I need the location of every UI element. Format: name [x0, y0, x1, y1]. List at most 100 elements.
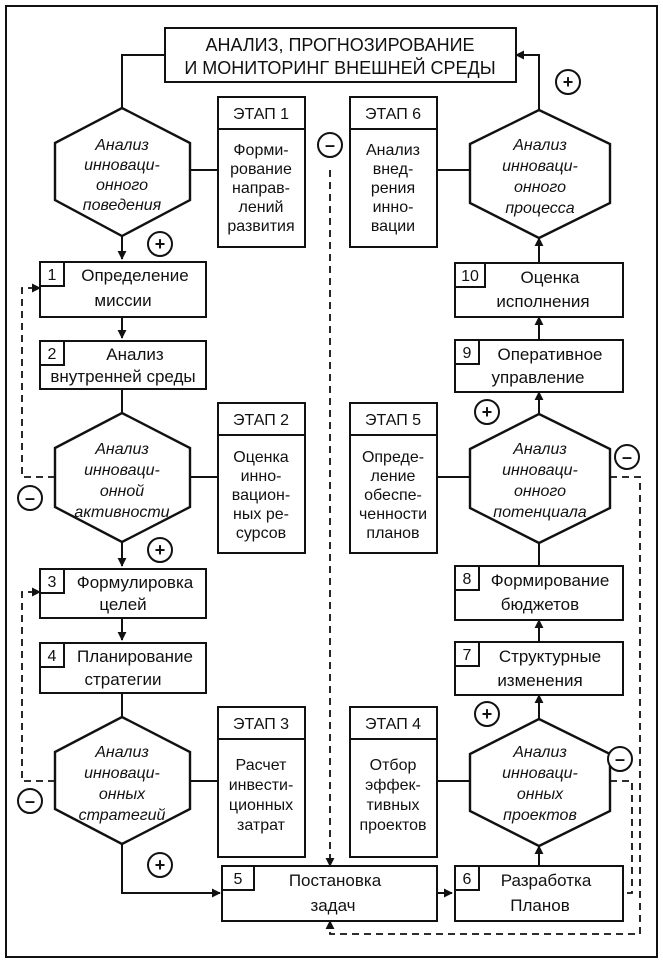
step-box-7: 7 Структурные изменения — [454, 641, 624, 696]
step-text-line: целей — [99, 595, 146, 614]
step-text-line: миссии — [94, 291, 151, 310]
minus-sign: – — [17, 788, 43, 814]
flow-connectors — [117, 50, 544, 898]
stage-text-line: инвести- — [229, 777, 294, 794]
analysis-text-line: Анализ — [512, 137, 567, 154]
analysis-text-line: онного — [514, 483, 566, 500]
stage-box-5: ЭТАП 5 Опреде- ление обеспе- ченности пл… — [349, 402, 438, 554]
stage-box-4: ЭТАП 4 Отбор эффек- тивных проектов — [349, 706, 438, 858]
minus-sign: – — [17, 485, 43, 511]
step-number: 9 — [463, 345, 472, 362]
analysis-text-line: Анализ — [94, 441, 149, 458]
stage-text-line: рения — [371, 180, 415, 197]
analysis-hexagons: Анализ инноваци- онного поведения Анализ… — [53, 106, 612, 848]
step-box-3: 3 Формулировка целей — [39, 568, 207, 619]
stage-box-1: ЭТАП 1 Форми- рование направ- лений разв… — [217, 96, 306, 248]
outer-frame — [5, 5, 658, 958]
title-line-1: АНАЛИЗ, ПРОГНОЗИРОВАНИЕ — [205, 35, 474, 55]
step-text-line: задач — [310, 896, 355, 915]
stage-label: ЭТАП 2 — [233, 412, 289, 429]
minus-sign: – — [607, 746, 633, 772]
analysis-text-line: инноваци- — [84, 157, 160, 174]
stage-boxes: ЭТАП 1 Форми- рование направ- лений разв… — [217, 96, 438, 858]
stage-text-line: вацион- — [232, 487, 290, 504]
plus-sign: + — [474, 701, 500, 727]
plus-glyph: + — [482, 402, 493, 422]
stage-text-line: вации — [371, 218, 415, 235]
stage-text-line: Отбор — [370, 757, 417, 774]
analysis-text-line: Анализ — [512, 441, 567, 458]
stage-text-line: рование — [230, 161, 292, 178]
stage-text-line: сурсов — [236, 525, 286, 542]
stage-box-2: ЭТАП 2 Оценка инно- вацион- ных ре- сурс… — [217, 402, 306, 554]
analysis-hexagon-3: Анализ инноваци- онных стратегий — [53, 715, 192, 846]
plus-glyph: + — [155, 855, 166, 875]
stage-text-line: планов — [366, 525, 419, 542]
stage-text-line: инно- — [241, 468, 282, 485]
analysis-text-line: инноваци- — [84, 765, 160, 782]
step-box-8: 8 Формирование бюджетов — [454, 565, 624, 621]
analysis-text-line: онных — [99, 786, 146, 803]
title-box — [164, 27, 517, 83]
step-text-line: Формулировка — [77, 573, 194, 592]
analysis-text-line: поведения — [83, 197, 162, 214]
stage-label: ЭТАП 4 — [365, 716, 421, 733]
analysis-text-line: Анализ — [94, 137, 149, 154]
step-text-line: Формирование — [491, 571, 610, 590]
stage-text-line: Анализ — [366, 142, 420, 159]
stage-box-3: ЭТАП 3 Расчет инвести- ционных затрат — [217, 706, 306, 858]
analysis-text-line: инноваци- — [84, 462, 160, 479]
analysis-text-line: Анализ — [94, 744, 149, 761]
stage-label: ЭТАП 1 — [233, 106, 289, 123]
plus-sign: + — [474, 399, 500, 425]
stage-text-line: инно- — [373, 199, 414, 216]
step-number: 8 — [463, 571, 472, 588]
stage-text-line: ление — [371, 468, 416, 485]
step-number: 7 — [463, 647, 472, 664]
step-number: 2 — [48, 346, 57, 363]
analysis-text-line: онных — [517, 786, 564, 803]
analysis-text-line: процесса — [505, 200, 574, 217]
step-number: 1 — [48, 267, 57, 284]
step-number: 3 — [48, 574, 57, 591]
feedback-loops — [21, 170, 641, 935]
stage-text-line: Опреде- — [362, 449, 424, 466]
analysis-text-line: инноваци- — [502, 158, 578, 175]
analysis-hexagon-2: Анализ инноваци- онной активности — [53, 411, 192, 544]
step-box-4: 4 Планирование стратегии — [39, 642, 207, 694]
analysis-text-line: онного — [96, 177, 148, 194]
minus-glyph: – — [615, 749, 625, 769]
step-text-line: Разработка — [501, 871, 592, 890]
step-text-line: бюджетов — [501, 595, 579, 614]
step-number: 10 — [461, 268, 479, 285]
title-line-2: И МОНИТОРИНГ ВНЕШНЕЙ СРЕДЫ — [184, 57, 495, 78]
step-text-line: Анализ — [106, 345, 164, 364]
step-text-line: Оперативное — [497, 345, 602, 364]
plus-sign: + — [147, 537, 173, 563]
stage-text-line: ченности — [359, 506, 427, 523]
step-box-10: 10 Оценка исполнения — [454, 262, 624, 318]
stage-text-line: внед- — [373, 161, 414, 178]
minus-glyph: – — [25, 488, 35, 508]
step-boxes: 1 Определение миссии 2 Анализ внутренней… — [39, 261, 624, 922]
step-text-line: Оценка — [521, 268, 580, 287]
step-number: 5 — [234, 871, 243, 888]
analysis-text-line: проектов — [503, 807, 577, 824]
analysis-text-line: потенциала — [493, 504, 587, 521]
step-text-line: Постановка — [289, 871, 382, 890]
stage-text-line: эффек- — [365, 777, 421, 794]
step-text-line: Планирование — [77, 647, 193, 666]
analysis-text-line: Анализ — [512, 744, 567, 761]
stage-text-line: ционных — [229, 797, 293, 814]
stage-label: ЭТАП 3 — [233, 716, 289, 733]
minus-sign: – — [317, 132, 343, 158]
step-box-1: 1 Определение миссии — [39, 261, 207, 318]
step-text-line: исполнения — [496, 292, 589, 311]
plus-glyph: + — [563, 72, 574, 92]
analysis-hexagon-1: Анализ инноваци- онного поведения — [53, 106, 192, 238]
minus-glyph: – — [622, 447, 632, 467]
stage-text-line: направ- — [232, 180, 290, 197]
step-text-line: Структурные — [499, 647, 601, 666]
step-box-6: 6 Разработка Планов — [454, 865, 624, 922]
